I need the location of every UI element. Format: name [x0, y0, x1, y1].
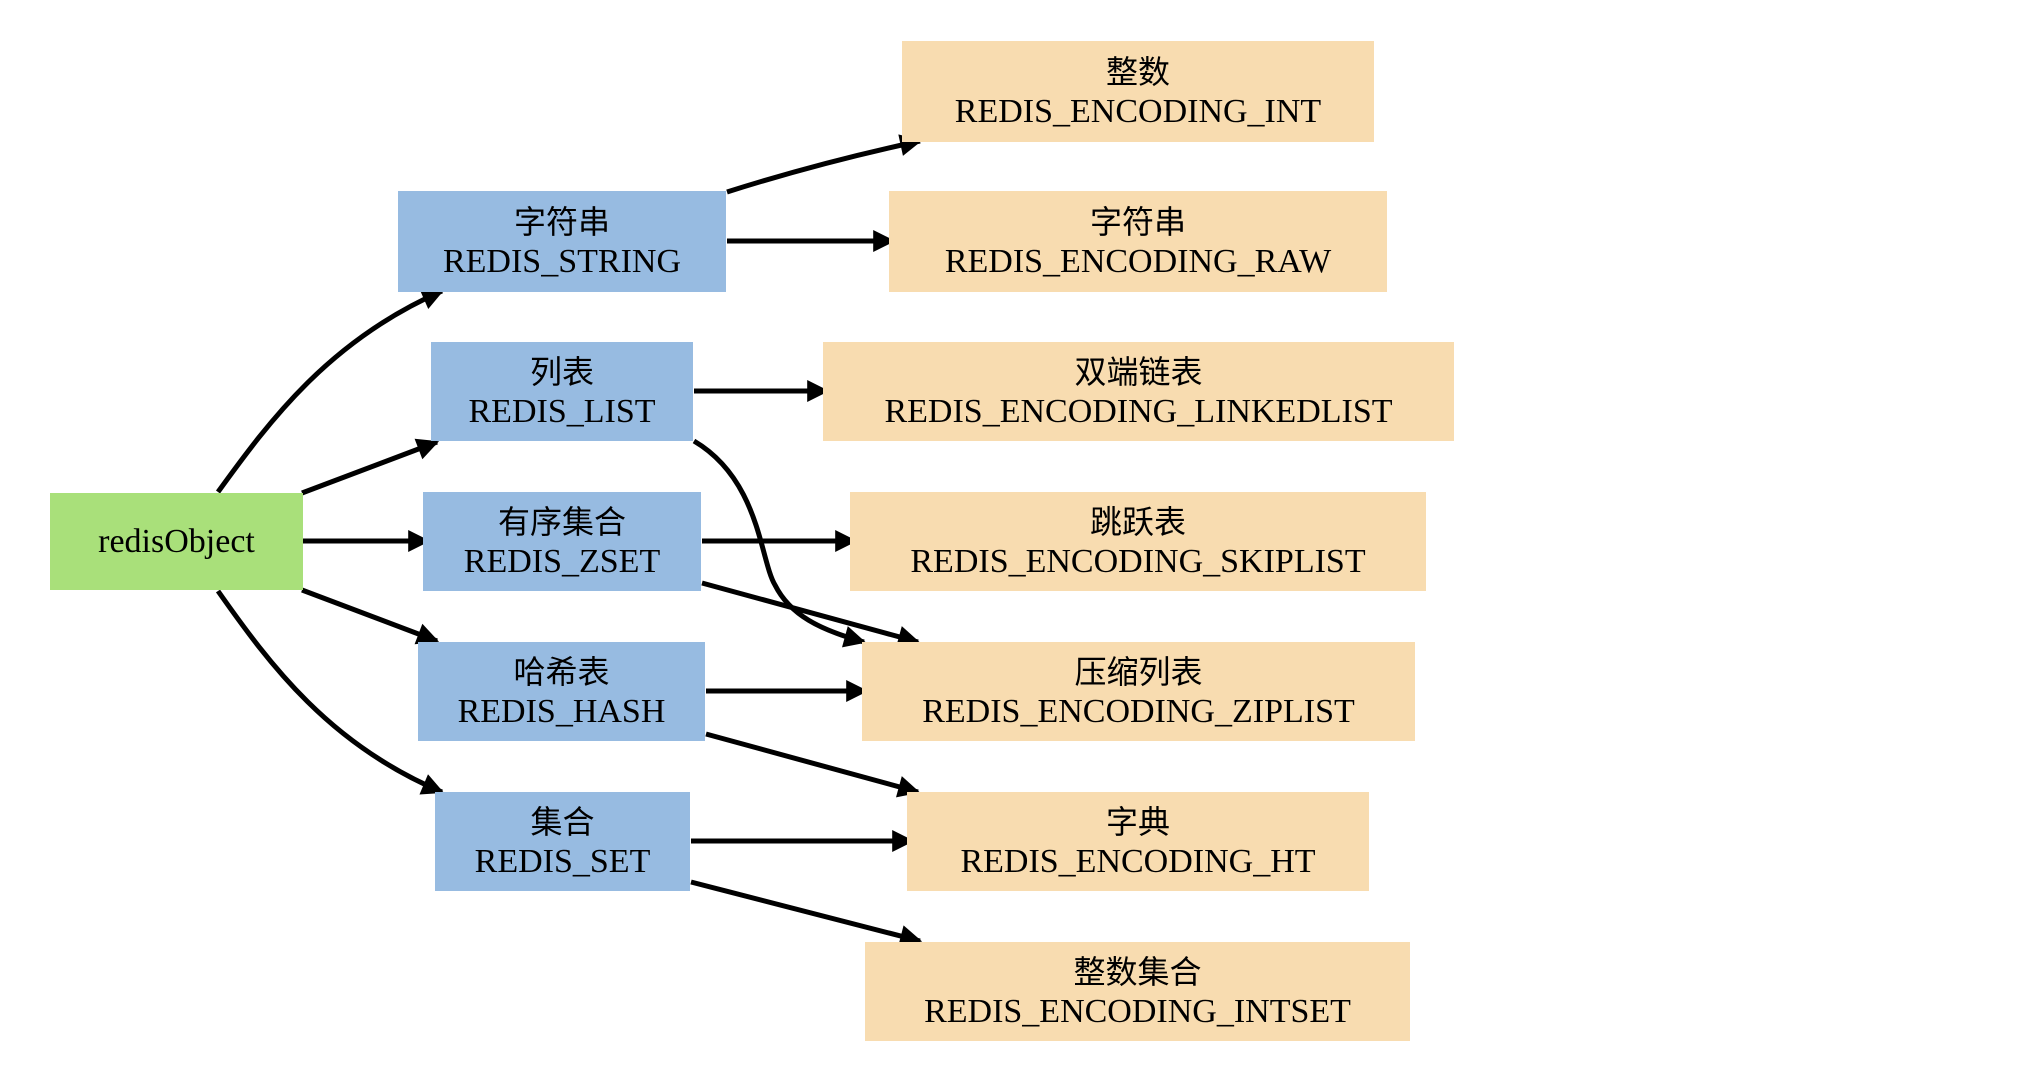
node-label-zh: 跳跃表 — [1089, 502, 1186, 541]
edge-zset-ziplist — [701, 580, 921, 648]
edge-set-intset — [690, 879, 923, 947]
node-redisobject: redisObject — [50, 493, 303, 590]
node-type-hash: 哈希表 REDIS_HASH — [418, 642, 705, 741]
node-label-en: REDIS_LIST — [468, 392, 656, 430]
node-type-string: 字符串 REDIS_STRING — [398, 191, 726, 292]
node-encoding-ht: 字典 REDIS_ENCODING_HT — [907, 792, 1369, 891]
node-label-zh: 字符串 — [513, 202, 610, 241]
node-type-zset: 有序集合 REDIS_ZSET — [423, 492, 701, 591]
node-label-en: REDIS_ENCODING_ZIPLIST — [922, 692, 1355, 730]
node-label-en: REDIS_ZSET — [463, 542, 661, 580]
node-label-en: REDIS_STRING — [442, 242, 682, 280]
edge-hash-ht — [705, 731, 921, 798]
edge-root-hash — [301, 587, 440, 645]
node-label-en: REDIS_ENCODING_HT — [960, 842, 1316, 880]
node-label-en: REDIS_ENCODING_INTSET — [924, 992, 1351, 1030]
node-label-en: REDIS_HASH — [457, 692, 666, 730]
node-label-en: REDIS_ENCODING_INT — [954, 92, 1322, 130]
node-label-zh: 集合 — [530, 802, 595, 841]
node-label-zh: 整数集合 — [1073, 952, 1202, 991]
node-label-zh: 哈希表 — [513, 652, 610, 691]
node-encoding-intset: 整数集合 REDIS_ENCODING_INTSET — [865, 942, 1410, 1041]
node-type-list: 列表 REDIS_LIST — [431, 342, 693, 441]
node-label-zh: 双端链表 — [1074, 352, 1203, 391]
node-label-zh: 整数 — [1105, 52, 1170, 91]
node-label-zh: 字典 — [1105, 802, 1170, 841]
edge-root-string — [215, 288, 445, 494]
node-label-en: REDIS_SET — [474, 842, 651, 880]
node-encoding-int: 整数 REDIS_ENCODING_INT — [902, 41, 1374, 142]
node-label-en: REDIS_ENCODING_RAW — [944, 242, 1332, 280]
edge-root-set — [215, 589, 445, 795]
node-label-zh: 字符串 — [1089, 202, 1186, 241]
edge-root-list — [301, 438, 440, 496]
node-type-set: 集合 REDIS_SET — [435, 792, 690, 891]
node-label-en: REDIS_ENCODING_SKIPLIST — [910, 542, 1366, 580]
edge-string-int — [726, 134, 923, 195]
edge-list-ziplist — [692, 438, 867, 648]
node-label-zh: 列表 — [529, 352, 594, 391]
node-label-zh: 有序集合 — [497, 502, 626, 541]
node-encoding-skiplist: 跳跃表 REDIS_ENCODING_SKIPLIST — [850, 492, 1426, 591]
node-label: redisObject — [98, 523, 255, 560]
node-label-zh: 压缩列表 — [1074, 652, 1203, 691]
node-encoding-raw: 字符串 REDIS_ENCODING_RAW — [889, 191, 1387, 292]
node-encoding-ziplist: 压缩列表 REDIS_ENCODING_ZIPLIST — [862, 642, 1415, 741]
node-encoding-linkedlist: 双端链表 REDIS_ENCODING_LINKEDLIST — [823, 342, 1454, 441]
node-label-en: REDIS_ENCODING_LINKEDLIST — [884, 392, 1393, 430]
